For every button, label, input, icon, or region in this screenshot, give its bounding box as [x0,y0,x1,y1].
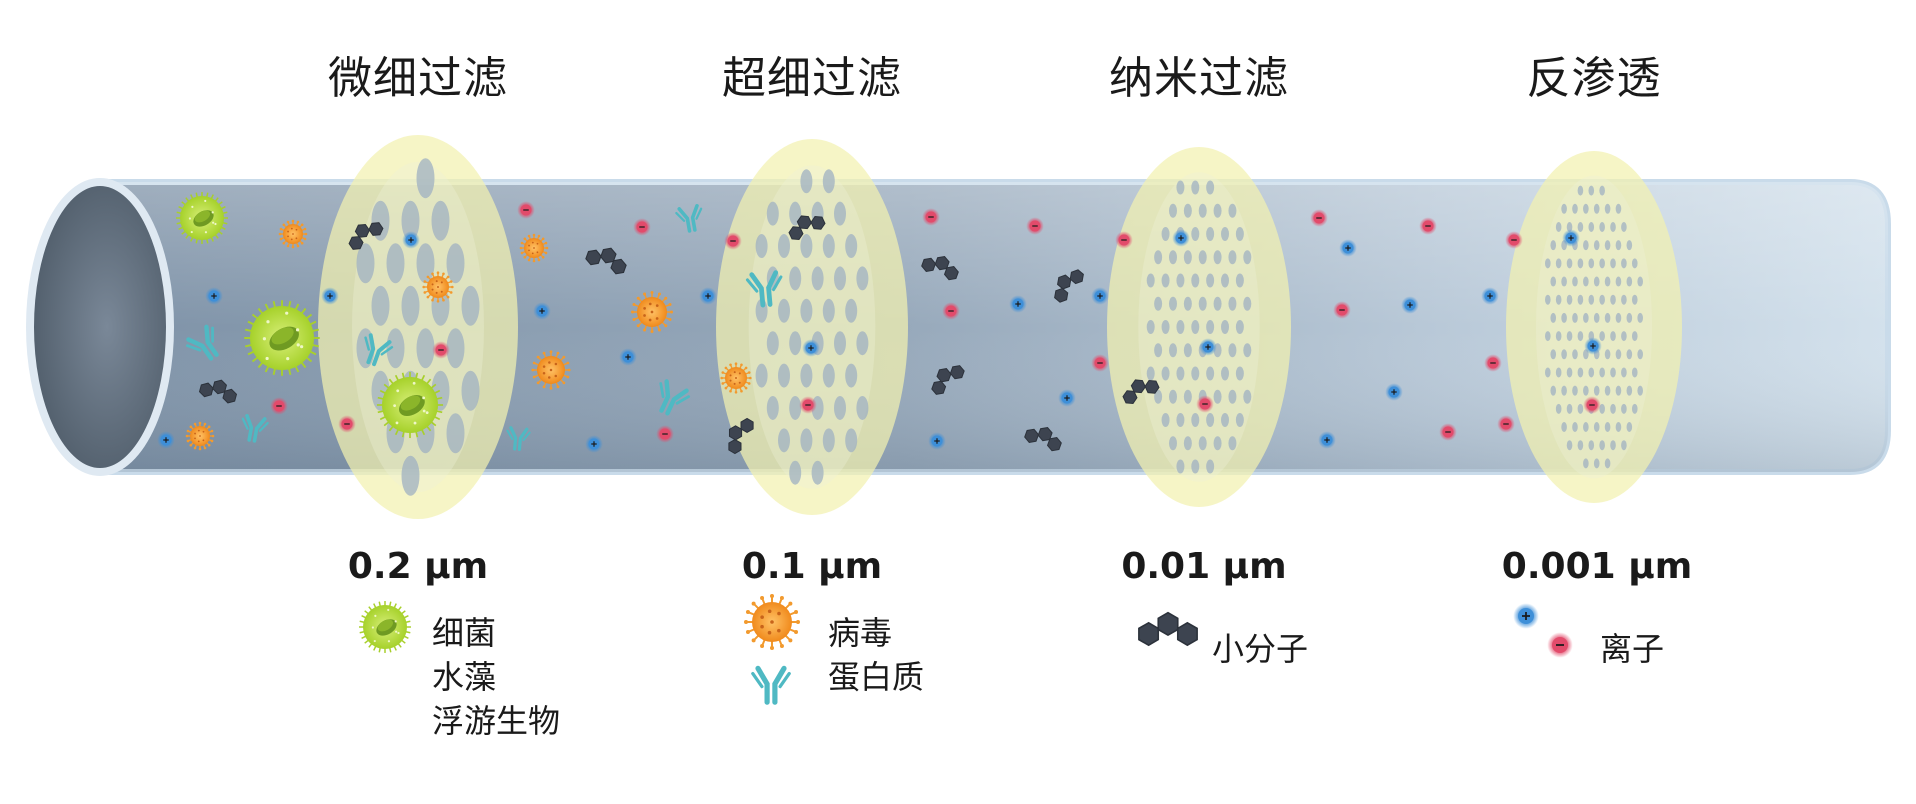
ion-negative-icon [1091,354,1109,372]
molecule-icon [585,247,627,275]
ion-negative-icon [1439,423,1457,441]
ion-negative-icon [1583,396,1601,414]
ion-positive-icon [321,287,339,305]
legend-bacteria-icon [359,601,411,653]
legend-protein-icon [751,665,791,705]
ion-negative-icon [724,232,742,250]
stage-title-microfiltration: 微细过滤 [328,53,508,104]
ion-negative-icon [799,396,817,414]
ion-negative-icon [1115,231,1133,249]
ion-positive-icon [699,287,717,305]
pipe-opening [26,178,174,476]
ion-negative-icon [1310,209,1328,227]
ion-negative-icon [922,208,940,226]
virus-icon [720,362,752,394]
ion-positive-icon [205,287,223,305]
stage-title-ultrafiltration: 超细过滤 [722,53,902,104]
ion-negative-icon [1026,217,1044,235]
ion-negative-icon [1497,415,1515,433]
pore-size-ultrafiltration: 0.1 μm [741,546,883,587]
ion-negative-icon [1484,354,1502,372]
label-algae: 水藻 [432,658,497,696]
ion-positive-icon [1481,287,1499,305]
ion-positive-icon [1584,337,1602,355]
legend-ion-positive-icon [1513,603,1539,629]
protein-icon [241,414,269,443]
label-protein: 蛋白质 [828,658,925,696]
pore-size-nanofiltration: 0.01 μm [1121,546,1287,587]
ion-positive-icon [402,231,420,249]
legend-ion-negative-icon [1547,632,1573,658]
virus-icon [185,421,215,451]
ion-negative-icon [1419,217,1437,235]
ion-negative-icon [338,415,356,433]
ion-positive-icon [1199,338,1217,356]
virus-icon [422,271,454,303]
ion-positive-icon [1091,287,1109,305]
membrane-ultrafiltration [716,139,908,515]
molecule-icon [1122,379,1160,404]
ion-positive-icon [1009,295,1027,313]
ion-positive-icon [1562,229,1580,247]
protein-icon [506,426,531,451]
pore-size-reverse-osmosis: 0.001 μm [1501,546,1693,587]
ion-positive-icon [1385,383,1403,401]
molecule-icon [348,222,384,250]
membrane-reverse-osmosis [1506,151,1682,503]
molecule-icon [921,255,959,281]
bacteria-icon [176,192,228,244]
protein-icon [364,333,394,367]
ion-positive-icon [619,348,637,366]
molecule-icon [1024,426,1062,452]
ion-negative-icon [270,397,288,415]
virus-icon [278,219,308,249]
molecule-icon [1054,269,1084,303]
label-small-molecule: 小分子 [1212,630,1309,668]
protein-icon [745,270,783,308]
ion-negative-icon [1196,395,1214,413]
protein-icon [659,379,691,416]
ion-positive-icon [1339,239,1357,257]
stage-title-reverse-osmosis: 反渗透 [1526,53,1662,104]
virus-icon [519,233,549,263]
ion-negative-icon [517,201,535,219]
ion-positive-icon [1318,431,1336,449]
ion-negative-icon [432,341,450,359]
legend-molecule-icon [1138,611,1198,647]
bacteria-icon [244,300,320,376]
label-ion: 离子 [1600,630,1665,668]
ion-positive-icon [1058,389,1076,407]
molecule-icon [788,215,826,240]
ion-positive-icon [928,432,946,450]
protein-icon [185,324,219,361]
label-bacteria: 细菌 [432,614,497,652]
label-plankton: 浮游生物 [432,702,561,740]
molecule-icon [931,365,965,395]
label-virus: 病毒 [828,614,893,652]
ion-positive-icon [1172,229,1190,247]
molecule-icon [728,417,754,455]
ion-positive-icon [533,302,551,320]
ion-negative-icon [1505,231,1523,249]
virus-icon [531,350,571,390]
ion-positive-icon [802,339,820,357]
ion-positive-icon [157,431,175,449]
molecule-icon [198,379,238,404]
legend-virus-icon [744,594,800,650]
ion-positive-icon [585,435,603,453]
stage-title-nanofiltration: 纳米过滤 [1109,53,1289,104]
ion-negative-icon [1333,301,1351,319]
bacteria-icon [376,371,444,439]
ion-negative-icon [942,302,960,320]
pore-size-microfiltration: 0.2 μm [347,546,489,587]
membrane-microfiltration [318,135,518,519]
membrane-nanofiltration [1107,147,1291,507]
protein-icon [675,204,703,233]
ion-negative-icon [633,218,651,236]
ion-positive-icon [1401,296,1419,314]
ion-negative-icon [656,425,674,443]
virus-icon [631,291,673,333]
